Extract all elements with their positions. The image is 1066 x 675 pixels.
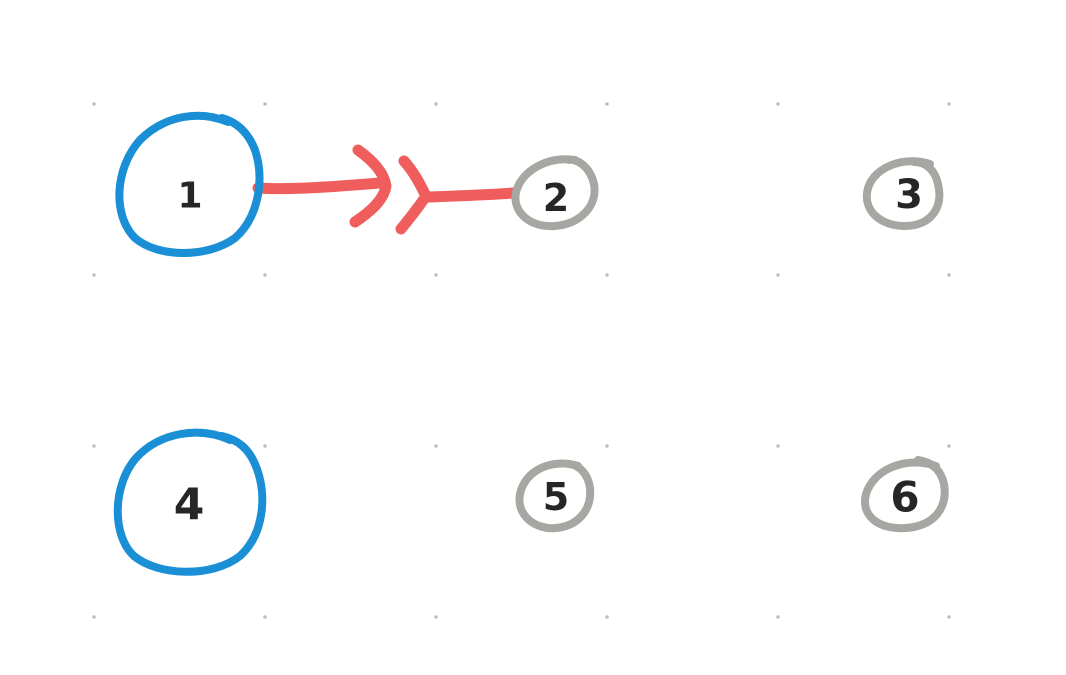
node-5-label: 5 — [543, 475, 569, 519]
grid-dot — [776, 102, 780, 106]
grid-dot — [434, 615, 438, 619]
edge-line-segment[interactable] — [252, 177, 386, 195]
grid-dot — [776, 273, 780, 277]
node-5[interactable]: 5 — [515, 459, 595, 533]
open-arrowhead-icon — [349, 144, 392, 228]
node-1[interactable]: 1 — [115, 111, 264, 257]
node-6-label: 6 — [890, 473, 919, 522]
node-1-label: 1 — [177, 176, 202, 217]
grid-dot — [947, 615, 951, 619]
node-1-ring[interactable] — [115, 111, 264, 257]
grid-dot — [92, 615, 96, 619]
crows-foot-marker-icon — [395, 155, 432, 235]
grid-dot — [776, 444, 780, 448]
node-2-label: 2 — [543, 176, 569, 220]
node-2-ring[interactable] — [511, 155, 599, 231]
edge-1-to-2[interactable] — [252, 144, 520, 235]
grid-dot — [947, 273, 951, 277]
grid-dot — [947, 444, 951, 448]
node-6-ring[interactable] — [861, 456, 949, 533]
grid-dot — [92, 273, 96, 277]
grid-dot — [776, 615, 780, 619]
grid-dots — [92, 102, 951, 619]
grid-dot — [434, 273, 438, 277]
node-3[interactable]: 3 — [862, 157, 944, 231]
grid-dot — [605, 444, 609, 448]
grid-dot — [434, 102, 438, 106]
node-4[interactable]: 4 — [113, 428, 267, 576]
node-4-label: 4 — [174, 480, 205, 531]
grid-dot — [605, 102, 609, 106]
grid-dot — [92, 102, 96, 106]
node-3-label: 3 — [895, 172, 923, 218]
grid-dot — [947, 102, 951, 106]
grid-dot — [605, 273, 609, 277]
grid-dot — [263, 273, 267, 277]
grid-dot — [263, 102, 267, 106]
grid-dot — [263, 444, 267, 448]
edge-line-segment[interactable] — [422, 187, 520, 203]
node-4-ring[interactable] — [113, 428, 267, 576]
node-5-ring[interactable] — [515, 459, 595, 533]
node-3-ring[interactable] — [862, 157, 944, 231]
node-6[interactable]: 6 — [861, 456, 949, 533]
grid-dot — [263, 615, 267, 619]
grid-dot — [434, 444, 438, 448]
node-2[interactable]: 2 — [511, 155, 599, 231]
grid-dot — [92, 444, 96, 448]
grid-dot — [605, 615, 609, 619]
